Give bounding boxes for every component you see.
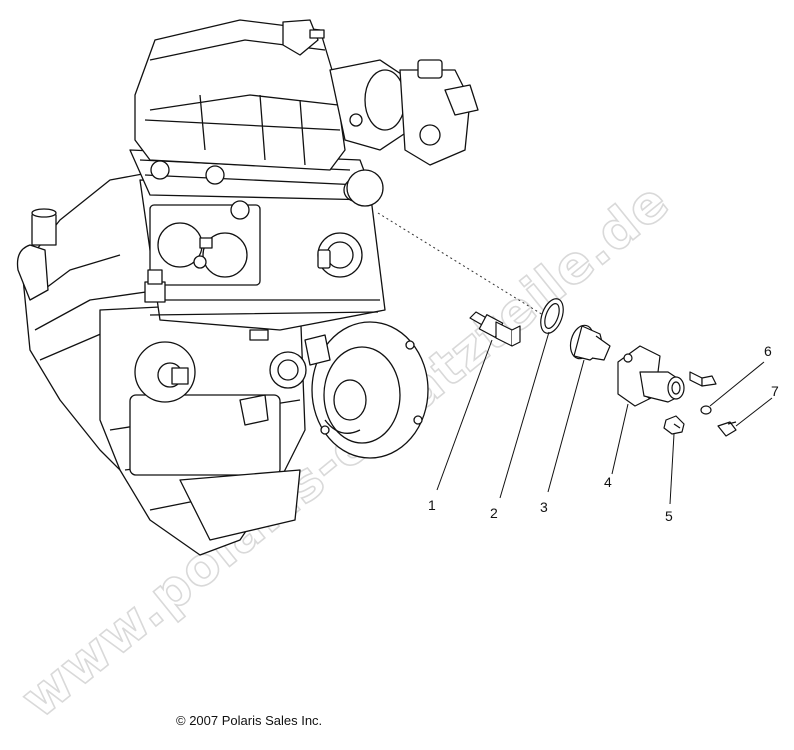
callout-5: 5 (665, 508, 673, 524)
callout-1: 1 (428, 497, 436, 513)
part-4-thermostat-housing (617, 345, 685, 407)
part-3-thermostat (569, 324, 611, 361)
leader-line-6 (709, 361, 765, 407)
callout-2: 2 (490, 505, 498, 521)
leader-line-4 (611, 403, 629, 475)
leader-line-3 (547, 359, 585, 493)
part-1-temperature-sensor (469, 311, 521, 347)
callout-7: 7 (771, 383, 779, 399)
callout-4: 4 (604, 474, 612, 490)
copyright-notice: © 2007 Polaris Sales Inc. (176, 713, 323, 728)
part-5-bolt (663, 371, 717, 435)
leader-line-5 (669, 433, 675, 505)
part-7-bolt (717, 421, 737, 437)
callout-3: 3 (540, 499, 548, 515)
part-6-washer (700, 405, 712, 415)
engine-assembly (16, 19, 479, 556)
part-2-o-ring (540, 298, 564, 334)
leader-line-2 (499, 331, 550, 499)
leader-line-1 (436, 339, 493, 491)
leader-line-7 (735, 397, 773, 427)
callout-6: 6 (764, 343, 772, 359)
alignment-line (377, 212, 549, 319)
